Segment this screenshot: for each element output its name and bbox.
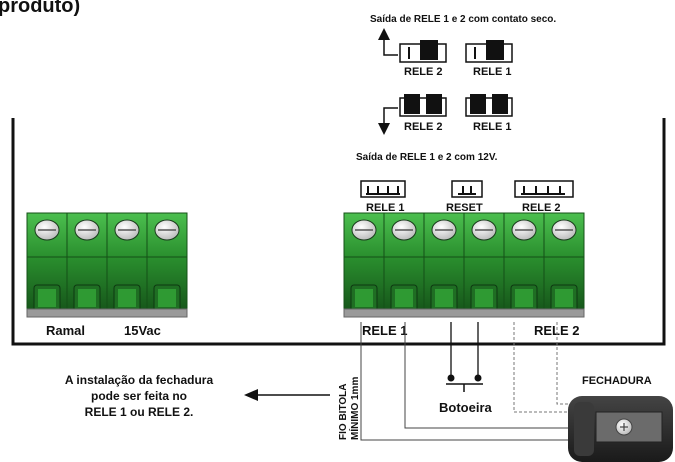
terminal-left-1: [26, 212, 68, 312]
note-line-1: A instalação da fechadura: [65, 373, 214, 387]
wire-rele2-dashed: [513, 322, 576, 413]
jumper-relay1-label-12v: RELE 1: [473, 121, 512, 133]
terminal-left-4: [146, 212, 188, 312]
terminal-left-2: [66, 212, 108, 312]
note-line-2: pode ser feita no: [91, 389, 187, 403]
jumper-relay2-dry: [399, 40, 447, 63]
terminal-right-1: [343, 212, 385, 312]
header-rele1-label: RELE 1: [366, 202, 405, 214]
terminal-left-3: [106, 212, 148, 312]
terminal-right-5: [503, 212, 545, 312]
note-line-3: RELE 1 ou RELE 2.: [85, 405, 194, 419]
header-title-fragment: produto): [0, 0, 80, 17]
wire-note-line1: FIO BITOLA: [338, 384, 349, 440]
jumper-relay1-label-dry: RELE 1: [473, 66, 512, 78]
terminal-right-6: [543, 212, 585, 312]
terminal-block-right: [343, 212, 585, 318]
header-reset-label: RESET: [446, 202, 483, 214]
terminal-label-rele1: RELE 1: [362, 323, 408, 338]
terminal-label-rele2: RELE 2: [534, 323, 580, 338]
jumper-relay1-dry: [465, 40, 513, 63]
wire-note-line2: MÍNIMO 1mm: [348, 377, 361, 440]
terminal-block-left: [26, 212, 188, 318]
wire-rele1: [360, 322, 583, 441]
twelve-volt-caption: Saída de RELE 1 e 2 com 12V.: [356, 152, 498, 163]
button-label: Botoeira: [439, 400, 493, 415]
jumper-relay2-12v: [399, 94, 447, 117]
terminal-right-3: [423, 212, 465, 312]
terminal-right-4: [463, 212, 505, 312]
lock-label: FECHADURA: [582, 375, 652, 387]
jumper-relay1-12v: [465, 94, 513, 117]
header-reset: [451, 180, 483, 198]
header-rele1: [360, 180, 406, 198]
header-rele2: [514, 180, 574, 198]
board-outline: [11, 118, 666, 346]
header-rele2-label: RELE 2: [522, 202, 561, 214]
terminal-label-15vac: 15Vac: [124, 323, 161, 338]
screw-icon: [615, 418, 633, 436]
jumper-relay2-label-12v: RELE 2: [404, 121, 443, 133]
dry-contact-caption: Saída de RELE 1 e 2 com contato seco.: [370, 14, 556, 25]
twelve-volt-arrow: [378, 107, 398, 135]
jumper-relay2-label-dry: RELE 2: [404, 66, 443, 78]
terminal-label-ramal: Ramal: [46, 323, 85, 338]
wire-botoeira: [450, 322, 479, 378]
terminal-right-2: [383, 212, 425, 312]
note-arrow: [244, 389, 330, 401]
button-symbol: [446, 374, 483, 392]
dry-contact-arrow: [378, 28, 398, 56]
